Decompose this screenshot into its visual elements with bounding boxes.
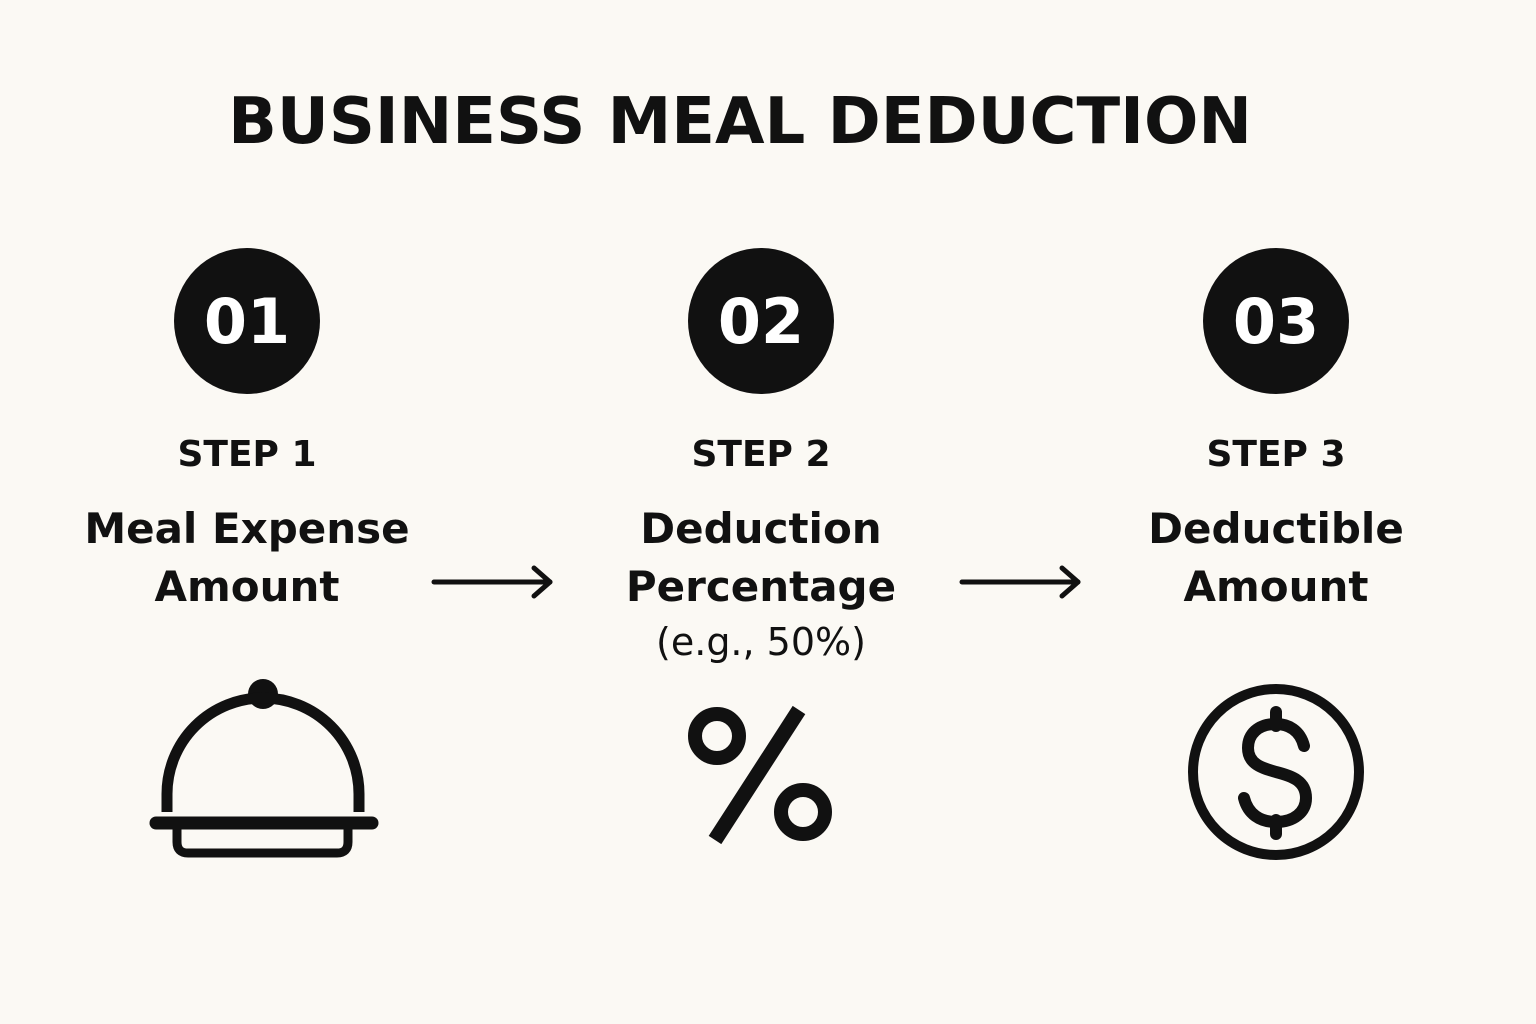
step-description-line: Meal Expense: [84, 504, 410, 553]
step-description-line: Percentage: [625, 562, 897, 611]
step-description-line: Amount: [154, 562, 340, 611]
cloche-icon: [149, 679, 379, 858]
step-number-badge: 01: [174, 248, 320, 394]
step-label: STEP 3: [1206, 434, 1346, 475]
step-description-line: Deductible: [1148, 504, 1404, 553]
step-number-badge: 02: [688, 248, 834, 394]
step-note: (e.g., 50%): [656, 620, 866, 664]
arrow-right-icon: [959, 565, 1081, 599]
step-description-line: Amount: [1183, 562, 1369, 611]
step-number-badge: 03: [1203, 248, 1349, 394]
step-label: STEP 2: [691, 434, 831, 475]
percent-icon: [688, 705, 832, 845]
step-description-line: Deduction: [640, 504, 882, 553]
page-title: BUSINESS MEAL DEDUCTION: [228, 85, 1252, 159]
step-description: Deductible Amount: [1046, 500, 1506, 616]
dollar-icon: [1188, 684, 1364, 860]
step-description: Meal Expense Amount: [17, 500, 477, 616]
step-1: 01 STEP 1 Meal Expense Amount: [17, 0, 477, 1024]
arrow-right-icon: [431, 565, 553, 599]
step-3: 03 STEP 3 Deductible Amount: [1046, 0, 1506, 1024]
step-2: 02 STEP 2 Deduction Percentage (e.g., 50…: [531, 0, 991, 1024]
step-description: Deduction Percentage: [531, 500, 991, 616]
step-label: STEP 1: [177, 434, 317, 475]
